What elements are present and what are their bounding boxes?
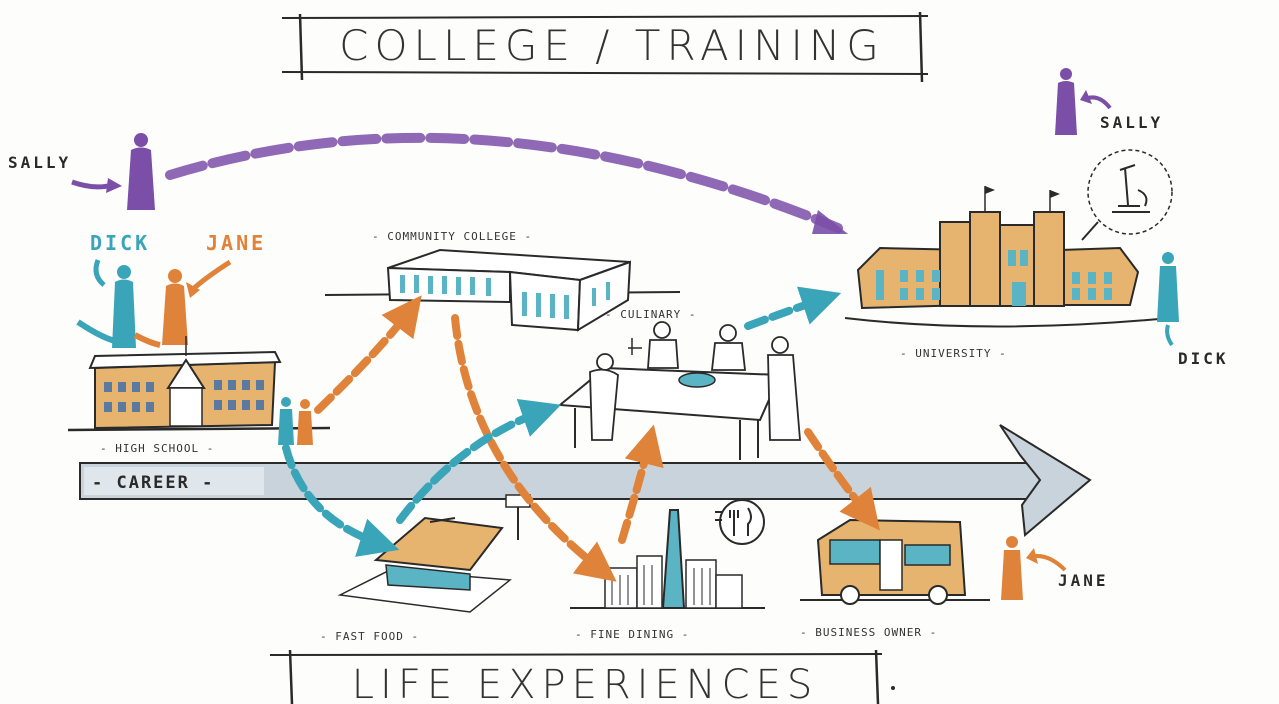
university-building: - UNIVERSITY - bbox=[844, 186, 1171, 360]
sally-right-label: SALLY bbox=[1100, 113, 1163, 132]
dick-left-label: DICK bbox=[90, 231, 150, 255]
jane-path-fine-dining-to-culinary bbox=[618, 424, 664, 544]
college-training-title-box: COLLEGE / TRAINING bbox=[281, 11, 929, 83]
jane-path-cc-to-fine-dining bbox=[451, 314, 617, 582]
community-college-label: - COMMUNITY COLLEGE - bbox=[372, 230, 532, 243]
business-owner-food-truck: - BUSINESS OWNER - bbox=[800, 518, 990, 639]
jane-path-hs-to-cc bbox=[314, 295, 422, 414]
sally-right-group: SALLY bbox=[1055, 68, 1163, 135]
career-label: - CAREER - bbox=[92, 473, 214, 493]
dick-figure-left bbox=[112, 265, 136, 348]
cutlery-icon bbox=[715, 499, 765, 545]
dick-path-culinary-to-university bbox=[744, 286, 842, 330]
jane-figure-right bbox=[1001, 536, 1023, 600]
jane-left-label: JANE bbox=[206, 231, 266, 255]
jane-figure-left bbox=[162, 269, 188, 345]
jane-right-label: JANE bbox=[1058, 571, 1109, 590]
culinary-scene: - CULINARY - bbox=[557, 308, 801, 460]
microscope-icon bbox=[1081, 149, 1173, 241]
dick-jane-left-group: DICK JANE bbox=[76, 231, 266, 348]
dick-right-group: DICK bbox=[1157, 252, 1229, 368]
jane-path-culinary-to-business bbox=[804, 428, 880, 531]
fast-food-label: - FAST FOOD - bbox=[320, 630, 419, 643]
college-training-title: COLLEGE / TRAINING bbox=[339, 21, 885, 70]
culinary-label: - CULINARY - bbox=[605, 308, 696, 321]
high-school-label: - HIGH SCHOOL - bbox=[100, 442, 214, 455]
life-experiences-title: LIFE EXPERIENCES bbox=[352, 662, 819, 704]
career-band: - CAREER - bbox=[79, 424, 1092, 537]
sally-left-label: SALLY bbox=[8, 153, 71, 172]
university-label: - UNIVERSITY - bbox=[900, 347, 1007, 360]
community-college-building: - COMMUNITY COLLEGE - bbox=[324, 230, 681, 332]
fine-dining-label: - FINE DINING - bbox=[575, 628, 689, 641]
jane-right-group: JANE bbox=[1001, 536, 1109, 600]
sally-figure-left bbox=[127, 133, 155, 210]
sally-figure-right bbox=[1055, 68, 1077, 135]
dick-jane-at-high-school bbox=[278, 397, 313, 445]
dick-path-hs-to-fast-food bbox=[282, 444, 400, 557]
dick-path-fast-food-to-culinary bbox=[396, 399, 562, 524]
fine-dining-building: - FINE DINING - bbox=[570, 499, 765, 641]
fast-food-building: - FAST FOOD - bbox=[320, 494, 531, 643]
sally-path-arrow bbox=[165, 132, 843, 233]
dick-right-label: DICK bbox=[1178, 349, 1229, 368]
sally-arrowhead bbox=[812, 210, 848, 234]
business-owner-label: - BUSINESS OWNER - bbox=[800, 626, 937, 639]
life-experiences-title-box: LIFE EXPERIENCES bbox=[269, 649, 895, 704]
dick-figure-right bbox=[1157, 252, 1179, 322]
sally-left-group: SALLY bbox=[8, 133, 155, 210]
